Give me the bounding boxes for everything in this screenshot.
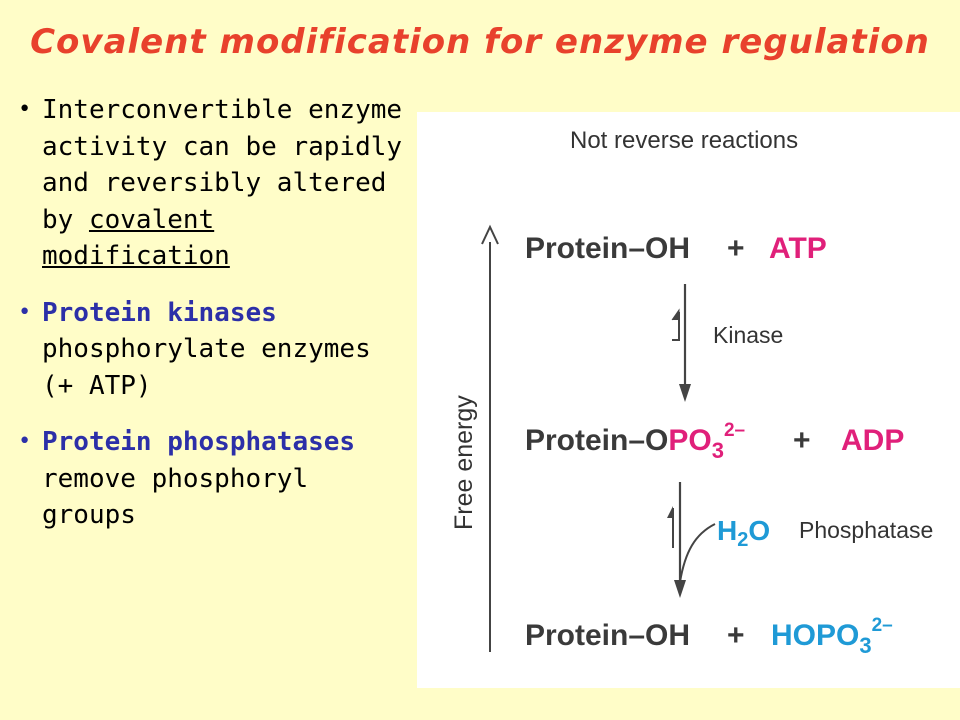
row3-hopo: HOPO32– bbox=[771, 615, 893, 658]
phosphatases-term: Protein phosphatases bbox=[42, 427, 356, 457]
row3-protein: Protein–OH bbox=[525, 619, 690, 652]
row2-phospho: PO bbox=[668, 424, 711, 457]
axis-arrowhead-icon bbox=[481, 224, 499, 245]
bullet-text: Interconvertible enzyme activity can be … bbox=[42, 95, 403, 235]
bullet-text: remove phosphoryl groups bbox=[42, 463, 309, 531]
row1-protein: Protein–OH bbox=[525, 232, 690, 265]
covalent-modification-term: covalent modification bbox=[42, 204, 230, 272]
slide-title: Covalent modification for enzyme regulat… bbox=[30, 22, 930, 62]
axis-label: Free energy bbox=[450, 395, 478, 530]
row1-plus: + bbox=[727, 232, 745, 265]
bullet-kinases: Protein kinases phosphorylate enzymes (+… bbox=[18, 295, 403, 405]
kinases-term: Protein kinases bbox=[42, 297, 277, 328]
row2-sup: 2– bbox=[724, 420, 745, 441]
phosphatase-label: Phosphatase bbox=[799, 517, 933, 543]
kinase-label: Kinase bbox=[713, 322, 783, 348]
row2-plus: + bbox=[793, 424, 811, 457]
row2-sub: 3 bbox=[712, 438, 724, 463]
bullet-list: Interconvertible enzyme activity can be … bbox=[18, 92, 403, 554]
reaction-diagram: Not reverse reactions Free energy Protei… bbox=[417, 112, 960, 688]
row2-adp: ADP bbox=[841, 424, 904, 457]
row2-protein: Protein–O bbox=[525, 424, 668, 457]
water-curve-icon bbox=[679, 523, 716, 583]
svg-text:Protein–OPO32–: Protein–OPO32– bbox=[525, 420, 745, 463]
diagram-header: Not reverse reactions bbox=[570, 127, 798, 154]
bullet-phosphatases: Protein phosphatases remove phosphoryl g… bbox=[18, 424, 403, 534]
bullet-interconvertible: Interconvertible enzyme activity can be … bbox=[18, 92, 403, 275]
reaction-diagram-svg: Not reverse reactions Free energy Protei… bbox=[450, 127, 933, 658]
water-label: H2O bbox=[717, 515, 770, 551]
bullet-text: phosphorylate enzymes (+ ATP) bbox=[42, 334, 371, 401]
row1-atp: ATP bbox=[769, 232, 827, 265]
row3-plus: + bbox=[727, 619, 745, 652]
